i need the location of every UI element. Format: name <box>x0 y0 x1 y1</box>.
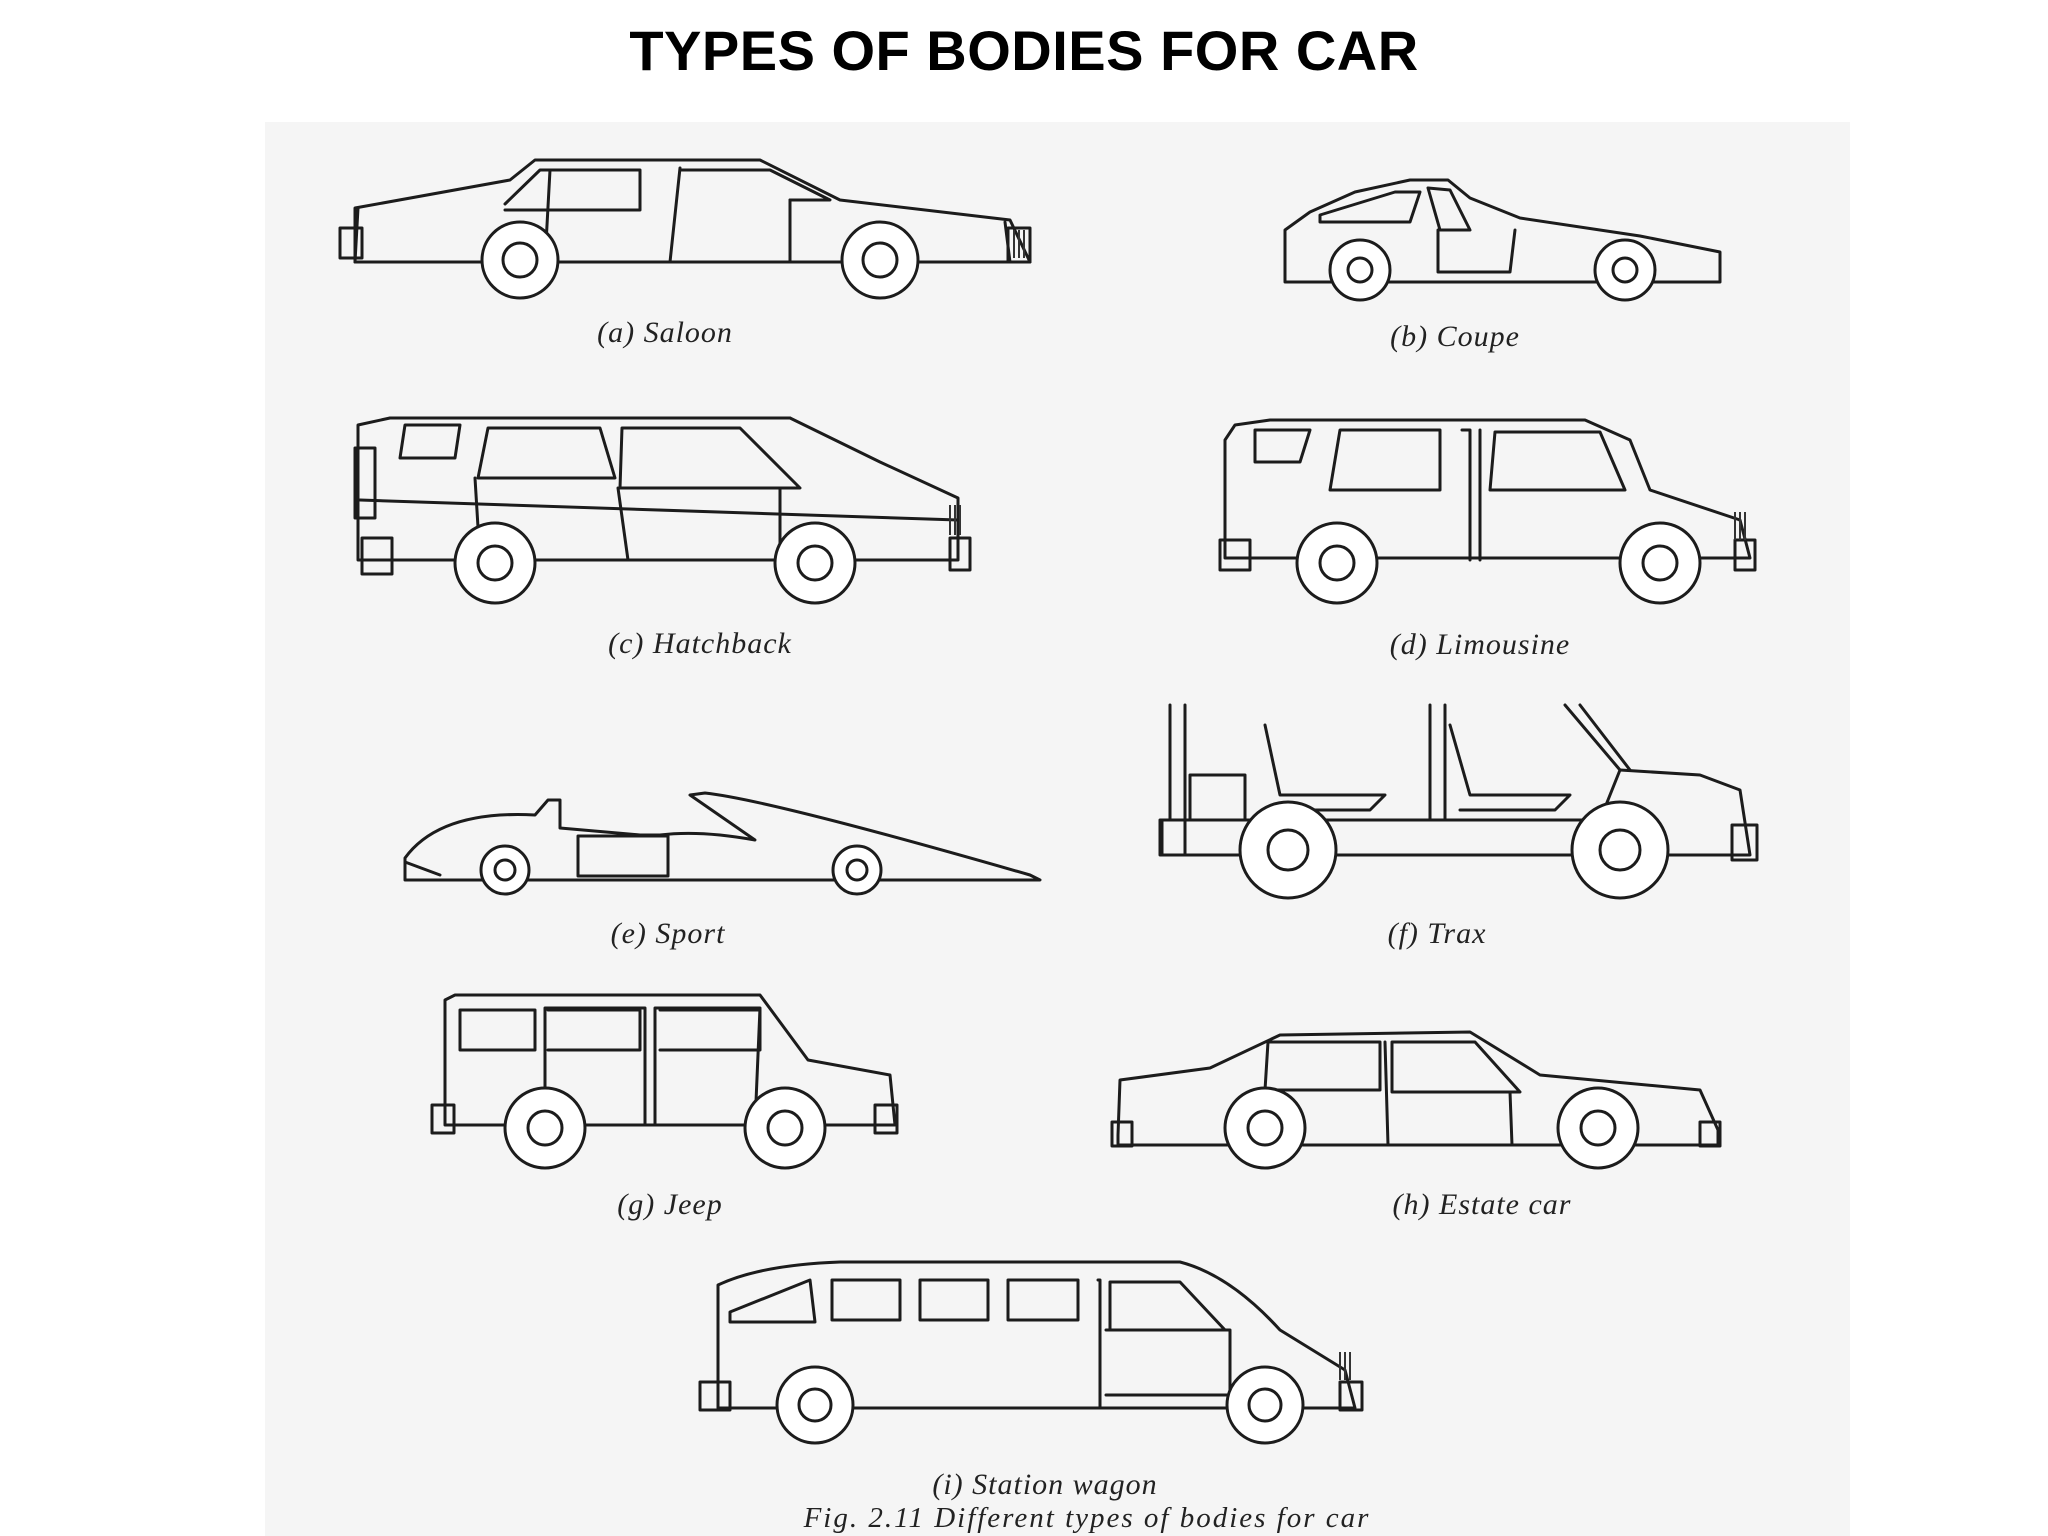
caption-coupe: (b) Coupe <box>1390 320 1520 353</box>
estate-car-drawing <box>1110 1030 1722 1170</box>
hatchback-car-drawing <box>353 416 972 605</box>
trax-car-drawing <box>1158 703 1759 900</box>
figure-caption: Fig. 2.11 Different types of bodies for … <box>803 1502 1371 1534</box>
caption-station-wagon: (i) Station wagon <box>932 1468 1158 1501</box>
caption-estate-car: (h) Estate car <box>1392 1188 1572 1221</box>
coupe-car-drawing <box>1283 178 1722 302</box>
saloon-car-drawing <box>338 158 1032 300</box>
slide-title: TYPES OF BODIES FOR CAR <box>629 19 1419 82</box>
caption-trax: (f) Trax <box>1387 917 1487 950</box>
jeep-car-drawing <box>430 993 899 1170</box>
caption-hatchback: (c) Hatchback <box>608 627 792 660</box>
station-wagon-car-drawing <box>698 1260 1364 1445</box>
caption-jeep: (g) Jeep <box>617 1188 723 1221</box>
caption-saloon: (a) Saloon <box>597 316 733 349</box>
sport-car-drawing <box>403 791 1042 896</box>
caption-limousine: (d) Limousine <box>1389 628 1571 661</box>
limousine-car-drawing <box>1218 418 1757 605</box>
caption-sport: (e) Sport <box>610 917 726 950</box>
